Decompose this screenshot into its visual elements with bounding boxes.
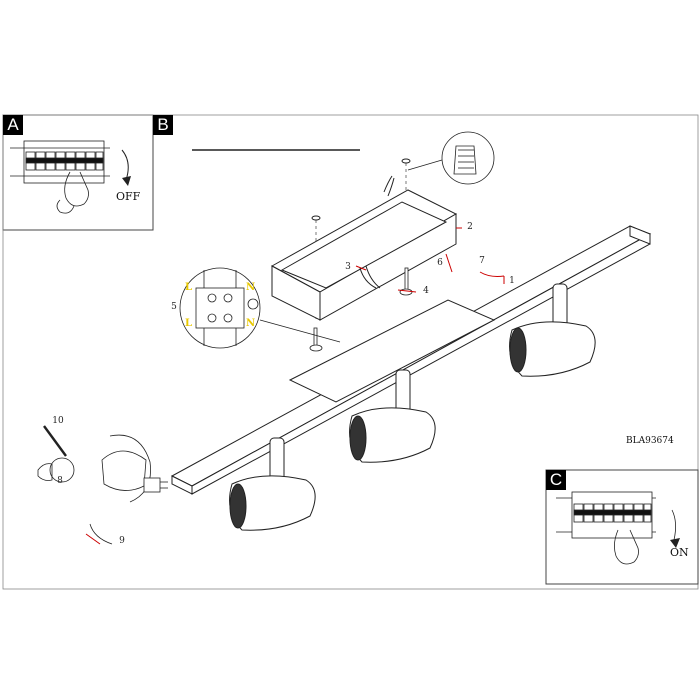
step-2: 2	[467, 222, 473, 232]
wire-label-n: N	[246, 282, 256, 293]
panel-label-a: A	[3, 115, 23, 135]
step-arrows	[85, 227, 505, 545]
step-10: 10	[52, 416, 64, 426]
wall-plug-detail	[407, 131, 495, 185]
track-bar	[170, 225, 652, 495]
screw-left	[309, 327, 323, 352]
spotlight-left	[229, 437, 316, 531]
wire-label-l2: L	[185, 318, 193, 329]
step-8: 8	[57, 476, 63, 486]
off-label: OFF	[116, 190, 141, 203]
step-1: 1	[509, 276, 515, 286]
spotlight-right	[509, 283, 596, 377]
step-3: 3	[345, 262, 351, 272]
spotlight-middle	[349, 369, 436, 463]
panel-label-b: B	[153, 115, 173, 135]
step-7: 7	[479, 256, 485, 266]
terminal-block-detail	[179, 267, 341, 349]
on-label: ON	[670, 546, 689, 559]
breaker-box-a	[10, 140, 110, 214]
step-6: 6	[437, 258, 443, 268]
mounting-box	[270, 175, 458, 321]
panel-b-frame	[2, 114, 699, 590]
wire-label-n2: N	[246, 318, 256, 329]
step-5: 5	[171, 302, 177, 312]
bulb-detail	[37, 425, 168, 545]
model-number: BLA93674	[626, 436, 674, 446]
step-4: 4	[423, 286, 429, 296]
wire-label-l: L	[185, 282, 193, 293]
step-9: 9	[119, 536, 125, 546]
arrow-off-head	[122, 176, 131, 186]
panel-label-c: C	[546, 470, 566, 490]
